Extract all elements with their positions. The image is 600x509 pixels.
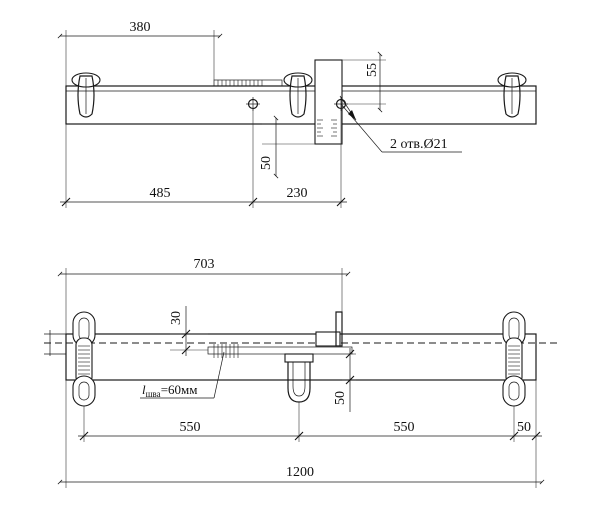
top-view: 380 55 50 485 230 2 отв.Ø21 — [57, 20, 537, 208]
top-shackle-right — [497, 72, 527, 118]
bottom-shackle-mid — [284, 353, 314, 403]
top-scale-ticks — [317, 119, 337, 137]
dim-230-label: 230 — [287, 186, 308, 201]
weld-leader — [213, 351, 225, 399]
bottom-angle — [335, 311, 343, 347]
bottom-beam — [65, 333, 537, 381]
top-shackle-left — [71, 72, 101, 118]
dim-550-right-label: 550 — [394, 420, 415, 435]
dim-55-label: 55 — [365, 63, 380, 77]
dim-703-label: 703 — [194, 257, 215, 272]
top-thread-hatch — [217, 80, 263, 86]
dim-30-label: 30 — [169, 311, 184, 325]
dim-380-label: 380 — [130, 20, 151, 35]
holes-leader — [340, 103, 383, 153]
top-shackle-mid — [283, 72, 313, 118]
bottom-weld-hatch — [213, 344, 239, 358]
weld-label-subscript: шва — [146, 389, 161, 399]
dim-50-label: 50 — [259, 156, 274, 170]
top-threaded-rod — [213, 79, 283, 87]
dim-50-end-label: 50 — [517, 420, 531, 435]
weld-label-value: =60мм — [161, 382, 198, 397]
weld-label: lшва=60мм — [142, 382, 197, 399]
dim-485-label: 485 — [150, 186, 171, 201]
bottom-bracket — [315, 331, 341, 347]
weld-label-symbol: l — [142, 382, 146, 397]
top-scale-plate — [314, 59, 343, 145]
dim-1200-label: 1200 — [286, 465, 314, 480]
bottom-chain-right — [502, 311, 526, 407]
bottom-plate — [207, 346, 353, 355]
bottom-view: 703 30 lшва=60мм 50 550 550 50 — [44, 257, 558, 488]
dim-550-left-label: 550 — [180, 420, 201, 435]
dim-50-bottom-label: 50 — [333, 391, 348, 405]
top-beam — [65, 85, 537, 125]
bottom-chain-left — [72, 311, 96, 407]
holes-note: 2 отв.Ø21 — [390, 137, 448, 152]
